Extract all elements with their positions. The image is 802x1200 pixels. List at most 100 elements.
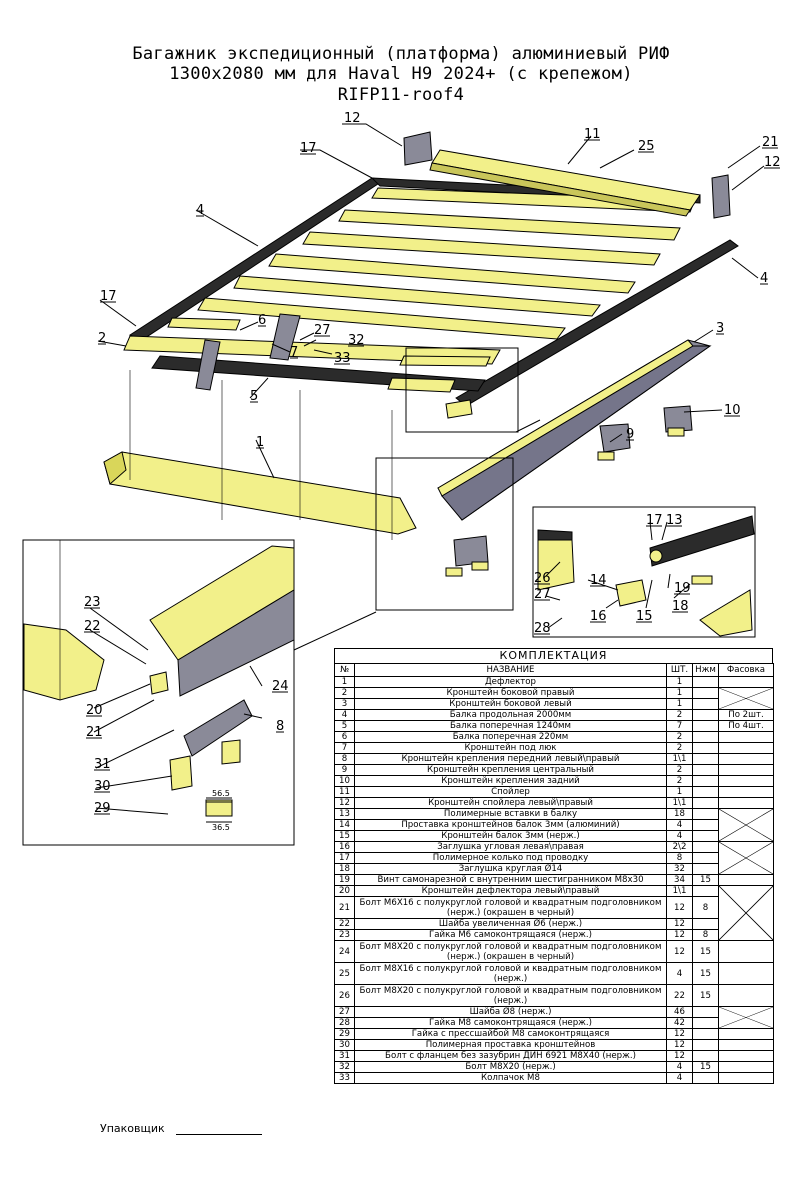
bom-cell-qty: 12 — [666, 1039, 693, 1051]
bom-cell-qty: 1 — [666, 786, 693, 798]
bom-cell-name: Болт M8X20 с полукруглой головой и квадр… — [354, 940, 667, 963]
bom-cell-num: 25 — [334, 962, 355, 985]
short-beams — [167, 313, 491, 393]
bom-cell-art — [692, 885, 719, 897]
callout-15: 15 — [636, 609, 653, 624]
bom-cell-qty: 8 — [666, 852, 693, 864]
bom-cell-art — [692, 1039, 719, 1051]
bom-cell-art — [692, 720, 719, 732]
packer-label: Упаковщик — [100, 1122, 165, 1135]
bom-cell-name: Полимерная проставка кронштейнов — [354, 1039, 667, 1051]
bom-cell-name: Заглушка угловая левая\правая — [354, 841, 667, 853]
cross-mark — [719, 886, 773, 940]
callout-14: 14 — [590, 573, 607, 588]
callout-25: 25 — [638, 139, 655, 154]
bom-cell-name: Проставка кронштейнов балок 3мм (алюмини… — [354, 819, 667, 831]
bom-cell-qty: 2 — [666, 731, 693, 743]
bom-cell-qty: 32 — [666, 863, 693, 875]
bom-cell-pack — [718, 731, 774, 743]
detail-frame-joint — [532, 506, 756, 638]
callout-12: 12 — [764, 155, 781, 170]
header-num: № — [334, 663, 355, 677]
callout-32: 32 — [348, 333, 365, 348]
bom-cell-num: 30 — [334, 1039, 355, 1051]
dimension-block: 56.5 36.5 — [205, 789, 233, 832]
detail-frame-hatch — [405, 347, 519, 433]
callout-26: 26 — [534, 571, 551, 586]
cross-mark — [719, 842, 773, 874]
bom-cell-name: Заглушка круглая Ø14 — [354, 863, 667, 875]
callout-17: 17 — [646, 513, 663, 528]
callout-22: 22 — [84, 619, 101, 634]
bom-cell-art — [692, 808, 719, 820]
bom-cell-num: 15 — [334, 830, 355, 842]
callout-29: 29 — [94, 801, 111, 816]
explode-lines — [59, 370, 393, 700]
deflector-detail — [23, 545, 295, 817]
bom-title: КОМПЛЕКТАЦИЯ — [334, 648, 773, 663]
leader-lines — [89, 123, 765, 815]
header-name: НАЗВАНИЕ — [354, 663, 667, 677]
bom-cell-pack — [718, 753, 774, 765]
bom-cell-pack — [718, 1039, 774, 1051]
callout-11: 11 — [584, 127, 601, 142]
bom-cell-qty: 22 — [666, 984, 693, 1007]
bom-cell-pack — [718, 841, 774, 875]
bom-cell-num: 27 — [334, 1006, 355, 1018]
bom-cell-num: 6 — [334, 731, 355, 743]
callout-19: 19 — [674, 581, 691, 596]
bom-cell-pack: По 4шт. — [718, 720, 774, 732]
bom-cell-name: Кронштейн крепления задний — [354, 775, 667, 787]
callout-33: 33 — [334, 351, 351, 366]
title-line-3: RIFP11-roof4 — [337, 85, 465, 105]
bom-cell-art — [692, 764, 719, 776]
bom-cell-art — [692, 731, 719, 743]
bom-cell-pack — [718, 1050, 774, 1062]
bom-cell-qty: 12 — [666, 1028, 693, 1040]
bom-cell-qty: 12 — [666, 918, 693, 930]
bom-cell-qty: 12 — [666, 1050, 693, 1062]
joint-detail — [537, 515, 755, 637]
callout-4: 4 — [196, 203, 204, 218]
bom-cell-name: Гайка M8 самоконтрящаяся (нерж.) — [354, 1017, 667, 1029]
bom-cell-qty: 46 — [666, 1006, 693, 1018]
bom-cell-art — [692, 775, 719, 787]
callout-27: 27 — [314, 323, 331, 338]
bom-cell-name: Болт M6X16 с полукруглой головой и квадр… — [354, 896, 667, 919]
bom-cell-art — [692, 742, 719, 754]
bom-cell-art — [692, 819, 719, 831]
bom-cell-num: 12 — [334, 797, 355, 809]
bom-cell-name: Колпачок M8 — [354, 1072, 667, 1084]
bom-cell-num: 23 — [334, 929, 355, 941]
bom-cell-name: Кронштейн боковой левый — [354, 698, 667, 710]
callout-5: 5 — [250, 389, 258, 404]
bom-cell-qty: 12 — [666, 940, 693, 963]
bom-cell-name: Шайба Ø8 (нерж.) — [354, 1006, 667, 1018]
bom-cell-pack — [718, 1072, 774, 1084]
bom-cell-name: Шайба увеличенная Ø6 (нерж.) — [354, 918, 667, 930]
bom-cell-qty: 1\1 — [666, 885, 693, 897]
callout-18: 18 — [672, 599, 689, 614]
bom-cell-art — [692, 841, 719, 853]
bom-cell-art — [692, 852, 719, 864]
bom-cell-art — [692, 1050, 719, 1062]
bom-cell-num: 21 — [334, 896, 355, 919]
bom-cell-name: Болт M8X16 с полукруглой головой и квадр… — [354, 962, 667, 985]
